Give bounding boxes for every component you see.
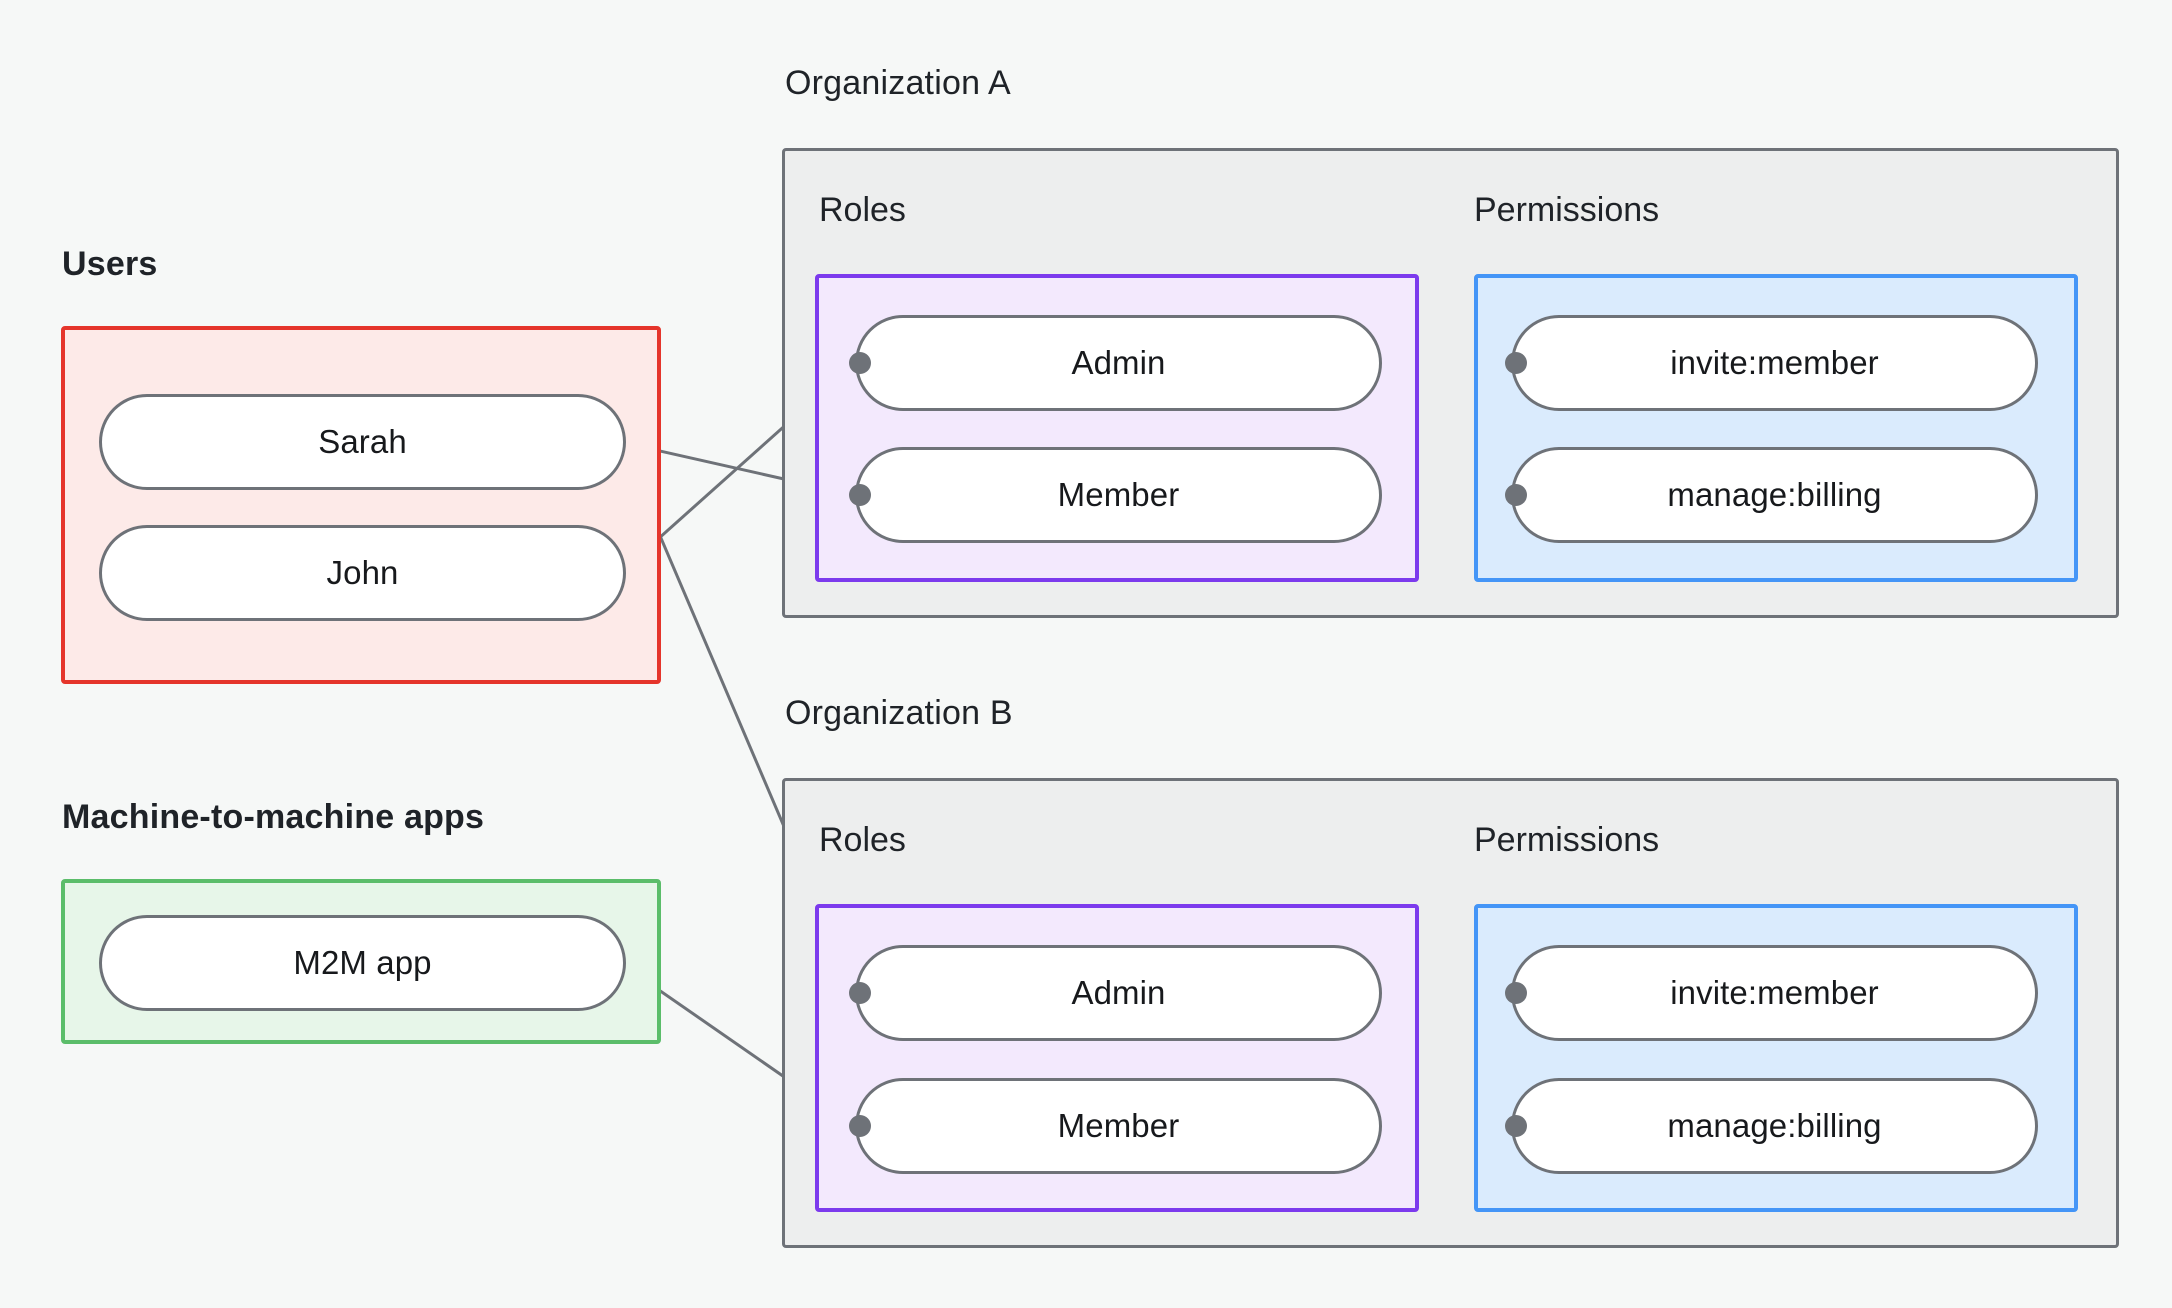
node-orgB-permission-manage-billing[interactable]: manage:billing (1511, 1078, 2038, 1174)
node-user-john[interactable]: John (99, 525, 626, 621)
node-user-sarah[interactable]: Sarah (99, 394, 626, 490)
organization-a-label: Organization A (785, 64, 1011, 102)
organization-b-roles-label: Roles (819, 821, 906, 859)
users-container (61, 326, 661, 684)
organization-b-permissions-label: Permissions (1474, 821, 1660, 859)
node-orgB-role-admin[interactable]: Admin (855, 945, 1382, 1041)
node-user-john-label: John (326, 554, 399, 591)
node-orgA-role-admin[interactable]: Admin (855, 315, 1382, 411)
organization-a-permissions-label: Permissions (1474, 191, 1660, 229)
node-user-sarah-label: Sarah (318, 423, 407, 460)
users-group-label: Users (62, 245, 158, 283)
m2m-group-label: Machine-to-machine apps (62, 798, 485, 836)
node-orgA-permission-invite-member-label: invite:member (1670, 344, 1879, 381)
node-m2m-app[interactable]: M2M app (99, 915, 626, 1011)
node-orgB-role-member-label: Member (1057, 1107, 1180, 1144)
node-orgB-permission-invite-member-label: invite:member (1670, 974, 1879, 1011)
node-orgA-role-member[interactable]: Member (855, 447, 1382, 543)
organization-b-label: Organization B (785, 694, 1013, 732)
node-m2m-app-label: M2M app (293, 944, 432, 981)
node-orgB-role-member[interactable]: Member (855, 1078, 1382, 1174)
node-orgA-permission-manage-billing[interactable]: manage:billing (1511, 447, 2038, 543)
node-orgA-role-member-label: Member (1057, 476, 1180, 513)
node-orgA-permission-invite-member[interactable]: invite:member (1511, 315, 2038, 411)
node-orgB-role-admin-label: Admin (1071, 974, 1166, 1011)
node-orgB-permission-invite-member[interactable]: invite:member (1511, 945, 2038, 1041)
node-orgA-permission-manage-billing-label: manage:billing (1667, 476, 1882, 513)
organization-a-roles-label: Roles (819, 191, 906, 229)
node-orgA-role-admin-label: Admin (1071, 344, 1166, 381)
node-orgB-permission-manage-billing-label: manage:billing (1667, 1107, 1882, 1144)
